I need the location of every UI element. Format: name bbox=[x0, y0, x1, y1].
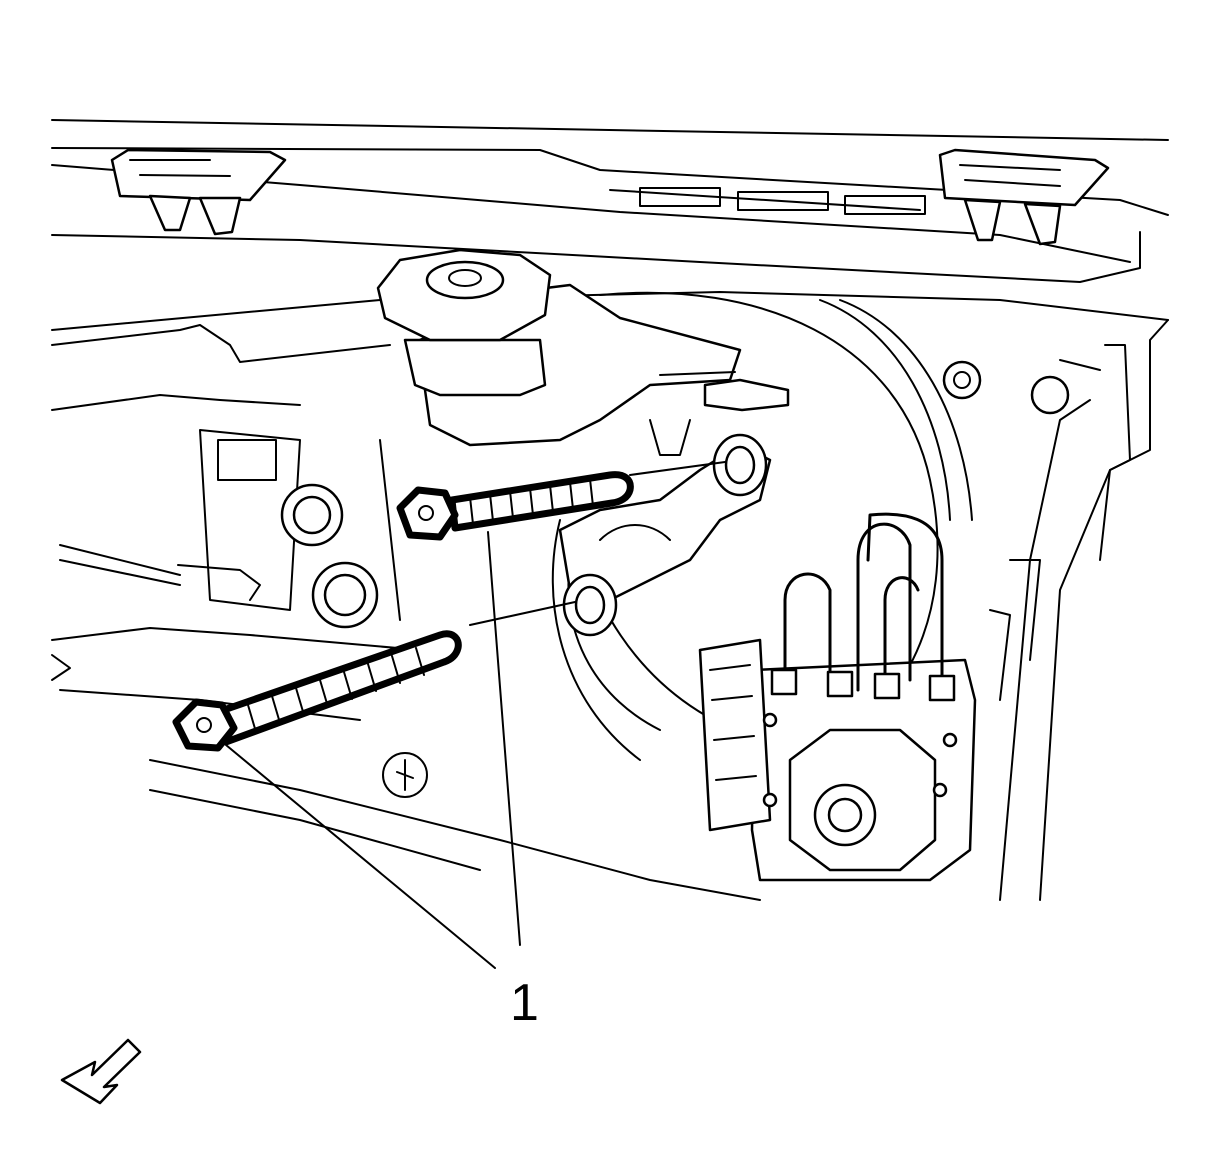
direction-arrow-icon bbox=[60, 1038, 142, 1105]
pedal-bracket bbox=[177, 429, 401, 629]
abs-modulator bbox=[698, 512, 977, 882]
bulkhead-panel bbox=[51, 324, 761, 901]
master-cylinder bbox=[469, 419, 772, 637]
ground-stud-icon bbox=[382, 752, 428, 798]
callout-1: 1 bbox=[510, 974, 539, 1032]
master-cylinder-bolt-lower bbox=[172, 630, 462, 752]
brake-fluid-reservoir bbox=[376, 248, 790, 447]
master-cylinder-bolt-upper bbox=[396, 471, 634, 541]
cowl-clip-left-icon bbox=[110, 148, 287, 236]
right-side-structure bbox=[942, 319, 1169, 901]
callout-leader-lines bbox=[225, 531, 521, 969]
cowl-clip-right-icon bbox=[938, 148, 1110, 246]
